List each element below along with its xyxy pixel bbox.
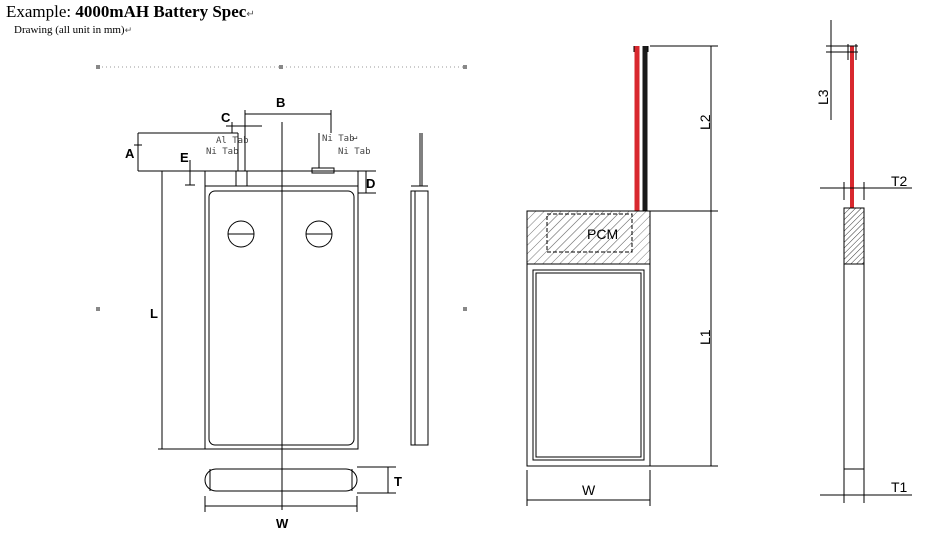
subtitle-text: Drawing (all unit in mm): [14, 24, 125, 36]
left-dimension-labels: A B C D E L T W Al Tab Ni Tab Ni Tab ↵ N…: [125, 95, 402, 531]
title-bold: 4000mAH Battery Spec: [75, 2, 247, 21]
tab-left-line1: Al Tab: [216, 136, 249, 146]
dim-t: T: [394, 474, 402, 489]
dim-t1: T1: [891, 479, 908, 495]
dim-l1: L1: [697, 329, 713, 345]
dim-l2: L2: [697, 114, 713, 130]
al-tab: [235, 170, 248, 187]
dim-l3: L3: [815, 89, 831, 105]
page-title: Example: 4000mAH Battery Spec↵: [6, 2, 255, 22]
dim-e: E: [180, 150, 189, 165]
right-drawing: [820, 20, 912, 503]
dim-l: L: [150, 306, 158, 321]
dim-a: A: [125, 146, 135, 161]
battery-bottom-view: [204, 466, 396, 512]
middle-drawing: [526, 45, 718, 506]
right-circle-mark: [305, 220, 333, 248]
pcm-label: PCM: [587, 226, 618, 242]
dim-w-right: W: [582, 482, 596, 498]
subtitle-paragraph-mark: ↵: [124, 26, 133, 36]
battery-side-view: [410, 133, 429, 446]
dim-c: C: [221, 110, 231, 125]
side-pcm-region: [843, 207, 865, 265]
tab-right-line1: Ni Tab: [322, 134, 355, 144]
tab-right-line2: Ni Tab: [338, 147, 371, 157]
middle-dimension-labels: PCM L2 L1 W: [582, 114, 713, 498]
tab-mark: ↵: [352, 133, 357, 143]
battery-front-view: [204, 122, 359, 510]
left-drawing: [96, 65, 468, 512]
title-prefix: Example:: [6, 2, 76, 21]
tab-left-line2: Ni Tab: [206, 147, 239, 157]
ni-tab: [311, 167, 335, 174]
right-dimension-labels: L3 T2 T1: [815, 89, 908, 495]
dim-b: B: [276, 95, 285, 110]
dim-d: D: [366, 176, 375, 191]
title-paragraph-mark: ↵: [246, 9, 255, 20]
side-cell-body: [843, 263, 865, 470]
drawing-subtitle: Drawing (all unit in mm)↵: [14, 24, 132, 36]
cell-body: [526, 263, 651, 467]
dim-w: W: [276, 516, 289, 531]
left-circle-mark: [227, 220, 255, 248]
dim-t2: T2: [891, 173, 908, 189]
